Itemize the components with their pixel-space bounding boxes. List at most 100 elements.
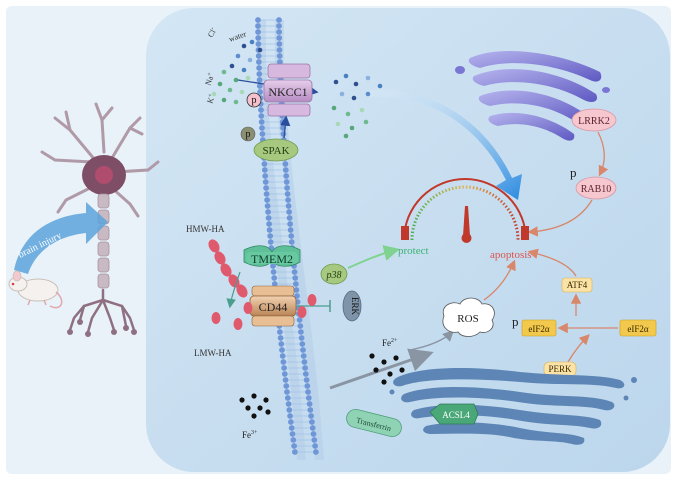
lipid-head bbox=[264, 197, 270, 203]
lrrk2-badge: LRRK2 bbox=[571, 108, 617, 132]
nkcc1-transporter: NKCC1 bbox=[263, 63, 313, 117]
lipid-head bbox=[309, 419, 315, 425]
lipid-head bbox=[305, 395, 312, 401]
lipid-head bbox=[291, 269, 298, 275]
eif2a-p-label: eIF2α bbox=[528, 324, 549, 334]
lipid-head bbox=[259, 125, 265, 131]
lipid-head bbox=[261, 161, 268, 167]
lipid-head bbox=[279, 347, 285, 353]
lipid-head bbox=[264, 203, 271, 209]
lipid-head bbox=[262, 179, 269, 185]
p38-to-protect-arrow bbox=[347, 245, 400, 269]
lipid-head bbox=[292, 275, 299, 281]
lipid-head bbox=[285, 401, 292, 407]
lipid-head bbox=[288, 233, 295, 239]
mouse-icon bbox=[8, 270, 63, 309]
lipid-head bbox=[307, 407, 314, 413]
eif2a-p-badge: eIF2α bbox=[521, 319, 557, 337]
erk-kinase: ERK bbox=[342, 290, 362, 322]
cd44-receptor: CD44 bbox=[249, 285, 297, 327]
golgi-apparatus bbox=[455, 50, 610, 141]
spak-label: SPAK bbox=[262, 145, 289, 157]
lipid-head bbox=[290, 437, 297, 443]
lipid-head bbox=[277, 329, 283, 335]
lipid-head bbox=[284, 389, 290, 395]
lipid-head bbox=[300, 347, 306, 353]
lipid-head bbox=[255, 29, 261, 35]
lipid-head bbox=[302, 365, 308, 371]
lipid-head bbox=[281, 371, 288, 377]
lipid-head bbox=[292, 281, 299, 287]
lipid-head bbox=[311, 437, 318, 443]
lmw-ha-label: LMW-HA bbox=[194, 348, 232, 358]
apoptosis-label: apoptosis bbox=[490, 249, 532, 261]
rab10-to-apoptosis-arrow bbox=[527, 199, 593, 237]
lipid-head bbox=[284, 185, 290, 191]
lipid-head bbox=[298, 329, 304, 335]
risk-gauge bbox=[401, 178, 529, 243]
lrrk2-to-rab10-arrow bbox=[597, 131, 609, 177]
lipid-head bbox=[282, 161, 289, 167]
lipid-head bbox=[267, 239, 274, 245]
atf4-to-apoptosis-arrow bbox=[527, 248, 577, 277]
atf4-badge: ATF4 bbox=[561, 277, 593, 293]
ros-label: ROS bbox=[457, 313, 478, 325]
rab10-label: RAB10 bbox=[581, 184, 612, 195]
lipid-head bbox=[256, 77, 263, 83]
lipid-head bbox=[276, 41, 283, 47]
lipid-head bbox=[276, 29, 282, 35]
ion-dots-outside bbox=[211, 39, 263, 105]
hmw-ha-chain bbox=[208, 239, 248, 298]
lipid-head bbox=[297, 323, 304, 329]
ros-to-apoptosis-arrow bbox=[483, 259, 516, 301]
lipid-head bbox=[262, 173, 269, 179]
lipid-head bbox=[286, 407, 293, 413]
na-label: Na+ bbox=[203, 71, 216, 87]
atf4-label: ATF4 bbox=[567, 280, 588, 290]
lipid-head bbox=[283, 383, 290, 389]
lipid-head bbox=[308, 413, 314, 419]
acsl4-badge: ACSL4 bbox=[429, 403, 479, 425]
lipid-head bbox=[312, 443, 318, 449]
protect-label: protect bbox=[398, 245, 429, 257]
lipid-head bbox=[281, 365, 287, 371]
lipid-head bbox=[255, 35, 262, 41]
lipid-head bbox=[282, 167, 289, 173]
lipid-head bbox=[276, 35, 283, 41]
svg-text:p: p bbox=[252, 95, 257, 106]
fe2-label: Fe2+ bbox=[382, 338, 398, 348]
spak-phospho-badge: p bbox=[240, 126, 256, 142]
lipid-head bbox=[306, 401, 313, 407]
lipid-head bbox=[258, 113, 265, 119]
perk-label: PERK bbox=[548, 364, 572, 374]
lipid-head bbox=[309, 425, 316, 431]
tmem2-protein: TMEM2 bbox=[243, 245, 301, 267]
lipid-head bbox=[255, 53, 262, 59]
ros-cloud: ROS bbox=[442, 297, 495, 337]
k-label: K+ bbox=[205, 92, 217, 104]
p38-kinase: p38 bbox=[320, 263, 348, 285]
fe-import-arrow bbox=[329, 348, 434, 390]
lipid-head bbox=[283, 173, 290, 179]
lipid-head bbox=[256, 83, 263, 89]
eif2a-label: eIF2α bbox=[627, 324, 648, 334]
lipid-head bbox=[288, 419, 294, 425]
lipid-head bbox=[303, 377, 310, 383]
lipid-head bbox=[301, 359, 308, 365]
lipid-head bbox=[287, 413, 293, 419]
rab10-phospho: p bbox=[570, 165, 577, 180]
lipid-head bbox=[265, 215, 272, 221]
lipid-head bbox=[283, 179, 290, 185]
lipid-head bbox=[265, 209, 271, 215]
rab10-badge: RAB10 bbox=[575, 176, 617, 200]
lipid-head bbox=[256, 59, 262, 65]
lipid-head bbox=[276, 23, 282, 29]
lipid-head bbox=[291, 443, 297, 449]
lipid-head bbox=[267, 233, 274, 239]
lipid-head bbox=[255, 41, 262, 47]
cl-label: Cl- bbox=[206, 26, 219, 39]
lipid-head bbox=[258, 119, 265, 125]
lipid-head bbox=[284, 395, 291, 401]
